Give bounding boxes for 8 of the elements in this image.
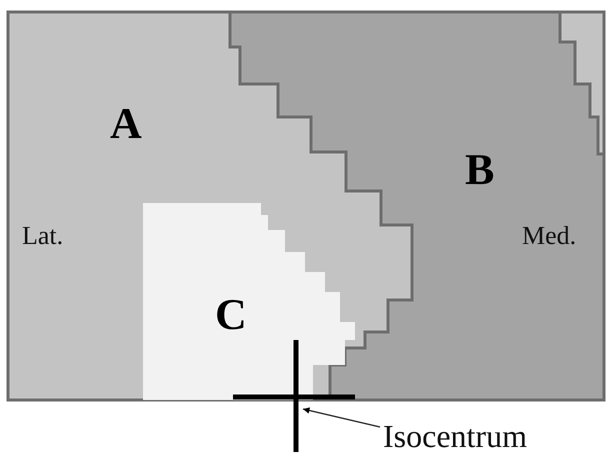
segment-letter: A (110, 102, 142, 146)
side-label: Lat. (22, 222, 64, 250)
side-label: Med. (522, 222, 576, 250)
segment-letter: B (465, 148, 494, 192)
isocenter-cross (230, 338, 358, 454)
isocenter-label: Isocentrum (383, 419, 527, 453)
segment-letter: C (215, 293, 247, 337)
leader-line (302, 407, 380, 428)
